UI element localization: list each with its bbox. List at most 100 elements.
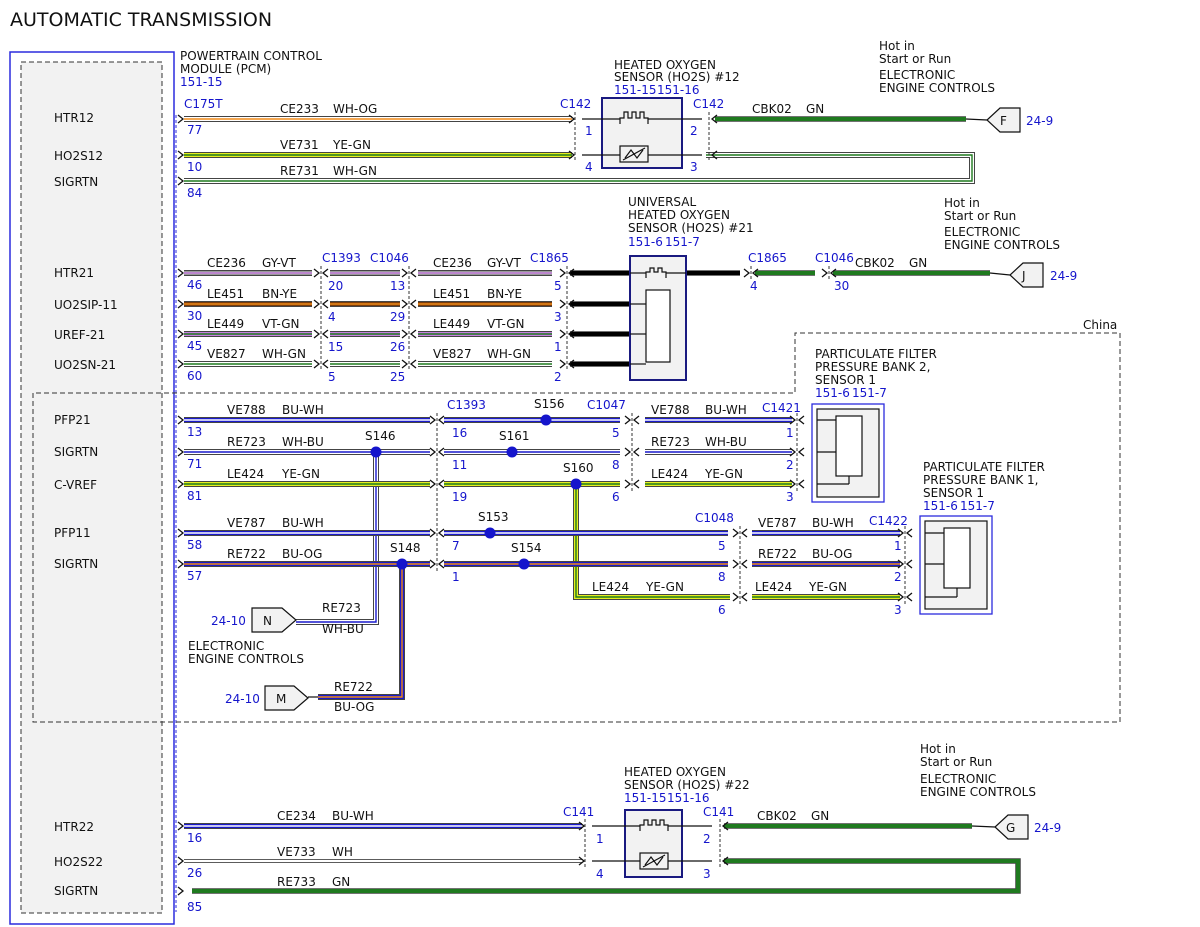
hot-note-f: Hot in Start or Run ELECTRONIC ENGINE CO… (879, 39, 995, 95)
pin-number: 2 (690, 124, 698, 138)
pfp2-ref2[interactable]: 151-7 (852, 386, 887, 400)
splice-s161[interactable] (506, 446, 518, 458)
offpage-f-letter: F (1000, 114, 1007, 128)
circuit-color: BU-OG (812, 547, 852, 561)
sensor-ho2s12[interactable] (582, 97, 702, 169)
circuit-color: GY-VT (262, 256, 296, 270)
pin-number: 58 (187, 538, 202, 552)
circuit-color: BN-YE (487, 287, 522, 301)
ho2s22-ref1[interactable]: 151-15 (624, 791, 667, 805)
circuit-id: RE722 (334, 680, 373, 694)
ho2s12-ref1[interactable]: 151-15 (614, 83, 657, 97)
pin-name-sigrtn: SIGRTN (54, 175, 98, 189)
ec-note-1: ELECTRONIC (188, 639, 264, 653)
circuit-id: VE788 (651, 403, 690, 417)
splice-s154[interactable] (518, 558, 530, 570)
circuit-id: LE449 (433, 317, 470, 331)
label-s153: S153 (478, 510, 509, 524)
offpage-g[interactable]: G (994, 814, 1029, 840)
pin-name-pfp11: PFP11 (54, 526, 91, 540)
splice-s153[interactable] (484, 527, 496, 539)
offpage-m-ref[interactable]: 24-10 (225, 692, 260, 706)
circuit-id: RE723 (227, 435, 266, 449)
hot-note-j: Hot in Start or Run ELECTRONIC ENGINE CO… (944, 196, 1060, 252)
circuit-id: VE827 (433, 347, 472, 361)
pcm-outline (9, 51, 175, 925)
circuit-id: LE424 (227, 467, 264, 481)
pin-name-sigrtn: SIGRTN (54, 445, 98, 459)
offpage-j[interactable]: J (1009, 262, 1044, 288)
pin-number: 3 (894, 603, 902, 617)
offpage-m[interactable]: M (264, 685, 309, 711)
hot-note-line3: ELECTRONIC (879, 68, 955, 82)
circuit-color: YE-GN (281, 467, 320, 481)
pin-number: 8 (718, 570, 726, 584)
pin-number: 6 (612, 490, 620, 504)
splice-s156[interactable] (540, 414, 552, 426)
pin-number: 60 (187, 369, 202, 383)
pin-number: 85 (187, 900, 202, 914)
circuit-color: WH-OG (333, 102, 377, 116)
splice-s148[interactable] (396, 558, 408, 570)
pin-number: 7 (452, 539, 460, 553)
offpage-f[interactable]: F (986, 107, 1021, 133)
pcm-inner (20, 61, 163, 914)
splice-s146[interactable] (370, 446, 382, 458)
sensor-pfp-bank2[interactable] (811, 403, 885, 503)
pfp2-ref1[interactable]: 151-6 (815, 386, 850, 400)
hot-note-line2: Start or Run (920, 755, 992, 769)
circuit-id: CE236 (207, 256, 246, 270)
heater-element-icon (639, 819, 669, 831)
sensor-element-icon (835, 415, 863, 477)
pin-number: 10 (187, 160, 202, 174)
connector-c1393: C1393 (447, 398, 486, 412)
sensor-uho2s21[interactable] (629, 255, 687, 381)
splice-s160[interactable] (570, 478, 582, 490)
circuit-id: RE723 (651, 435, 690, 449)
sensor-ho2s22[interactable] (592, 809, 712, 878)
circuit-id: CE234 (277, 809, 316, 823)
connector-c142: C142 (693, 97, 724, 111)
pin-number: 30 (187, 309, 202, 323)
splices (370, 414, 582, 570)
china-region (32, 332, 1121, 723)
uho2s21-ref1[interactable]: 151-6 (628, 235, 663, 249)
circuit-color: WH-BU (705, 435, 747, 449)
diagram-title: AUTOMATIC TRANSMISSION (10, 9, 272, 31)
ho2s12-ref2[interactable]: 151-16 (657, 83, 700, 97)
circuit-color: YE-GN (704, 467, 743, 481)
hot-note-g: Hot in Start or Run ELECTRONIC ENGINE CO… (920, 742, 1036, 799)
circuit-id: VE733 (277, 845, 316, 859)
pfp1-ref1[interactable]: 151-6 (923, 499, 958, 513)
pfp1-ref2[interactable]: 151-7 (960, 499, 995, 513)
circuit-id: VE827 (207, 347, 246, 361)
offpage-g-ref[interactable]: 24-9 (1034, 821, 1061, 835)
circuit-id: RE723 (322, 601, 361, 615)
uho2s21-ref2[interactable]: 151-7 (665, 235, 700, 249)
ec-note-2: ENGINE CONTROLS (188, 652, 304, 666)
pin-name-cvref: C-VREF (54, 478, 97, 492)
wire-re733[interactable] (192, 859, 1020, 893)
offpage-j-ref[interactable]: 24-9 (1050, 269, 1077, 283)
pin-name-sigrtn: SIGRTN (54, 557, 98, 571)
pin-number: 1 (585, 124, 593, 138)
sensor-pfp-bank1[interactable] (919, 515, 993, 615)
ho2s22-ref2[interactable]: 151-16 (667, 791, 710, 805)
label-s148: S148 (390, 541, 421, 555)
pin-number: 71 (187, 457, 202, 471)
circuit-color: VT-GN (262, 317, 299, 331)
pcm-ref[interactable]: 151-15 (180, 75, 223, 89)
offpage-n[interactable]: N (251, 607, 297, 633)
offpage-f-ref[interactable]: 24-9 (1026, 114, 1053, 128)
pin-number: 5 (612, 426, 620, 440)
connector-c141: C141 (563, 805, 594, 819)
pin-number: 57 (187, 569, 202, 583)
offpage-n-ref[interactable]: 24-10 (211, 614, 246, 628)
circuit-id: CE236 (433, 256, 472, 270)
heater-element-icon (645, 267, 667, 278)
pin-number: 4 (585, 160, 593, 174)
pin-number: 8 (612, 458, 620, 472)
pin-number: 29 (390, 310, 405, 324)
pin-number: 1 (894, 539, 902, 553)
